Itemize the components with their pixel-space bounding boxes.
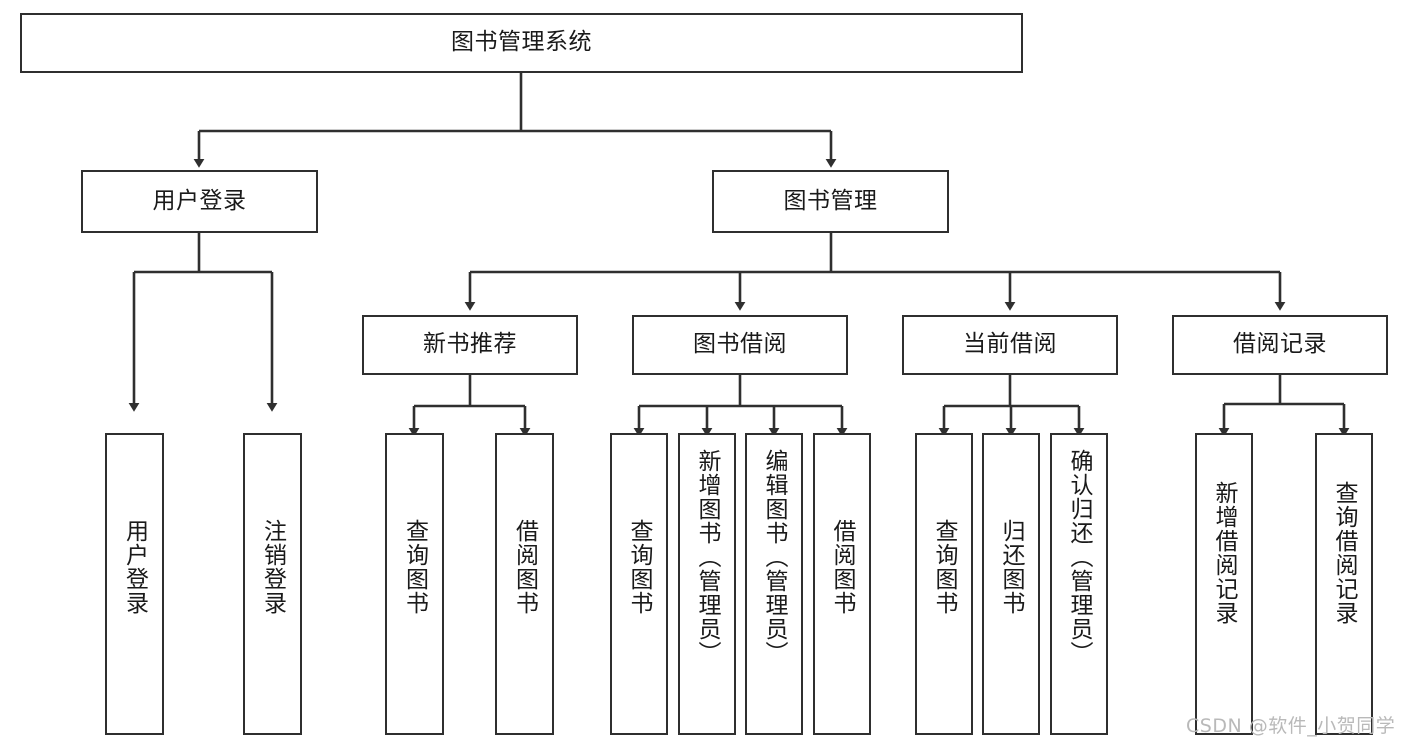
node-book-borrow[interactable]: 图书借阅 <box>632 315 848 375</box>
leaf-borrow-book[interactable]: 借阅图书 <box>813 433 871 735</box>
node-label: 查询图书 <box>931 519 958 615</box>
node-label: 当前借阅 <box>963 331 1057 358</box>
leaf-edit-book-admin[interactable]: 编辑图书（管理员） <box>745 433 803 735</box>
node-borrow-record[interactable]: 借阅记录 <box>1172 315 1388 375</box>
leaf-confirm-return-admin[interactable]: 确认归还（管理员） <box>1050 433 1108 735</box>
node-label: 借阅图书 <box>511 519 538 615</box>
node-label: 注销登录 <box>259 519 286 615</box>
node-label: 新书推荐 <box>423 331 517 358</box>
node-root-system[interactable]: 图书管理系统 <box>20 13 1023 73</box>
node-label: 新增借阅记录 <box>1211 481 1238 625</box>
leaf-query-book-new[interactable]: 查询图书 <box>385 433 444 735</box>
leaf-borrow-book-new[interactable]: 借阅图书 <box>495 433 554 735</box>
node-label: 图书借阅 <box>693 331 787 358</box>
leaf-query-book-borrow[interactable]: 查询图书 <box>610 433 668 735</box>
node-label: 新增图书（管理员） <box>694 449 721 665</box>
node-label: 查询图书 <box>626 519 653 615</box>
leaf-add-book-admin[interactable]: 新增图书（管理员） <box>678 433 736 735</box>
node-label: 图书管理系统 <box>451 29 592 56</box>
node-label: 编辑图书（管理员） <box>761 449 788 665</box>
node-new-book-recommend[interactable]: 新书推荐 <box>362 315 578 375</box>
node-user-login[interactable]: 用户登录 <box>81 170 318 233</box>
leaf-return-book[interactable]: 归还图书 <box>982 433 1040 735</box>
node-current-borrow[interactable]: 当前借阅 <box>902 315 1118 375</box>
leaf-add-borrow-record[interactable]: 新增借阅记录 <box>1195 433 1253 735</box>
node-book-management[interactable]: 图书管理 <box>712 170 949 233</box>
leaf-query-borrow-record[interactable]: 查询借阅记录 <box>1315 433 1373 735</box>
node-label: 查询借阅记录 <box>1331 481 1358 625</box>
node-label: 用户登录 <box>121 519 148 615</box>
node-label: 用户登录 <box>152 187 247 214</box>
node-label: 借阅图书 <box>829 519 856 615</box>
node-label: 查询图书 <box>401 519 428 615</box>
node-label: 归还图书 <box>998 519 1025 615</box>
node-label: 确认归还（管理员） <box>1066 449 1093 665</box>
watermark: CSDN @软件_小贺同学 <box>1186 715 1396 737</box>
leaf-query-book-current[interactable]: 查询图书 <box>915 433 973 735</box>
leaf-user-login[interactable]: 用户登录 <box>105 433 164 735</box>
node-label: 借阅记录 <box>1233 331 1327 358</box>
node-label: 图书管理 <box>783 187 878 214</box>
leaf-user-logout[interactable]: 注销登录 <box>243 433 302 735</box>
